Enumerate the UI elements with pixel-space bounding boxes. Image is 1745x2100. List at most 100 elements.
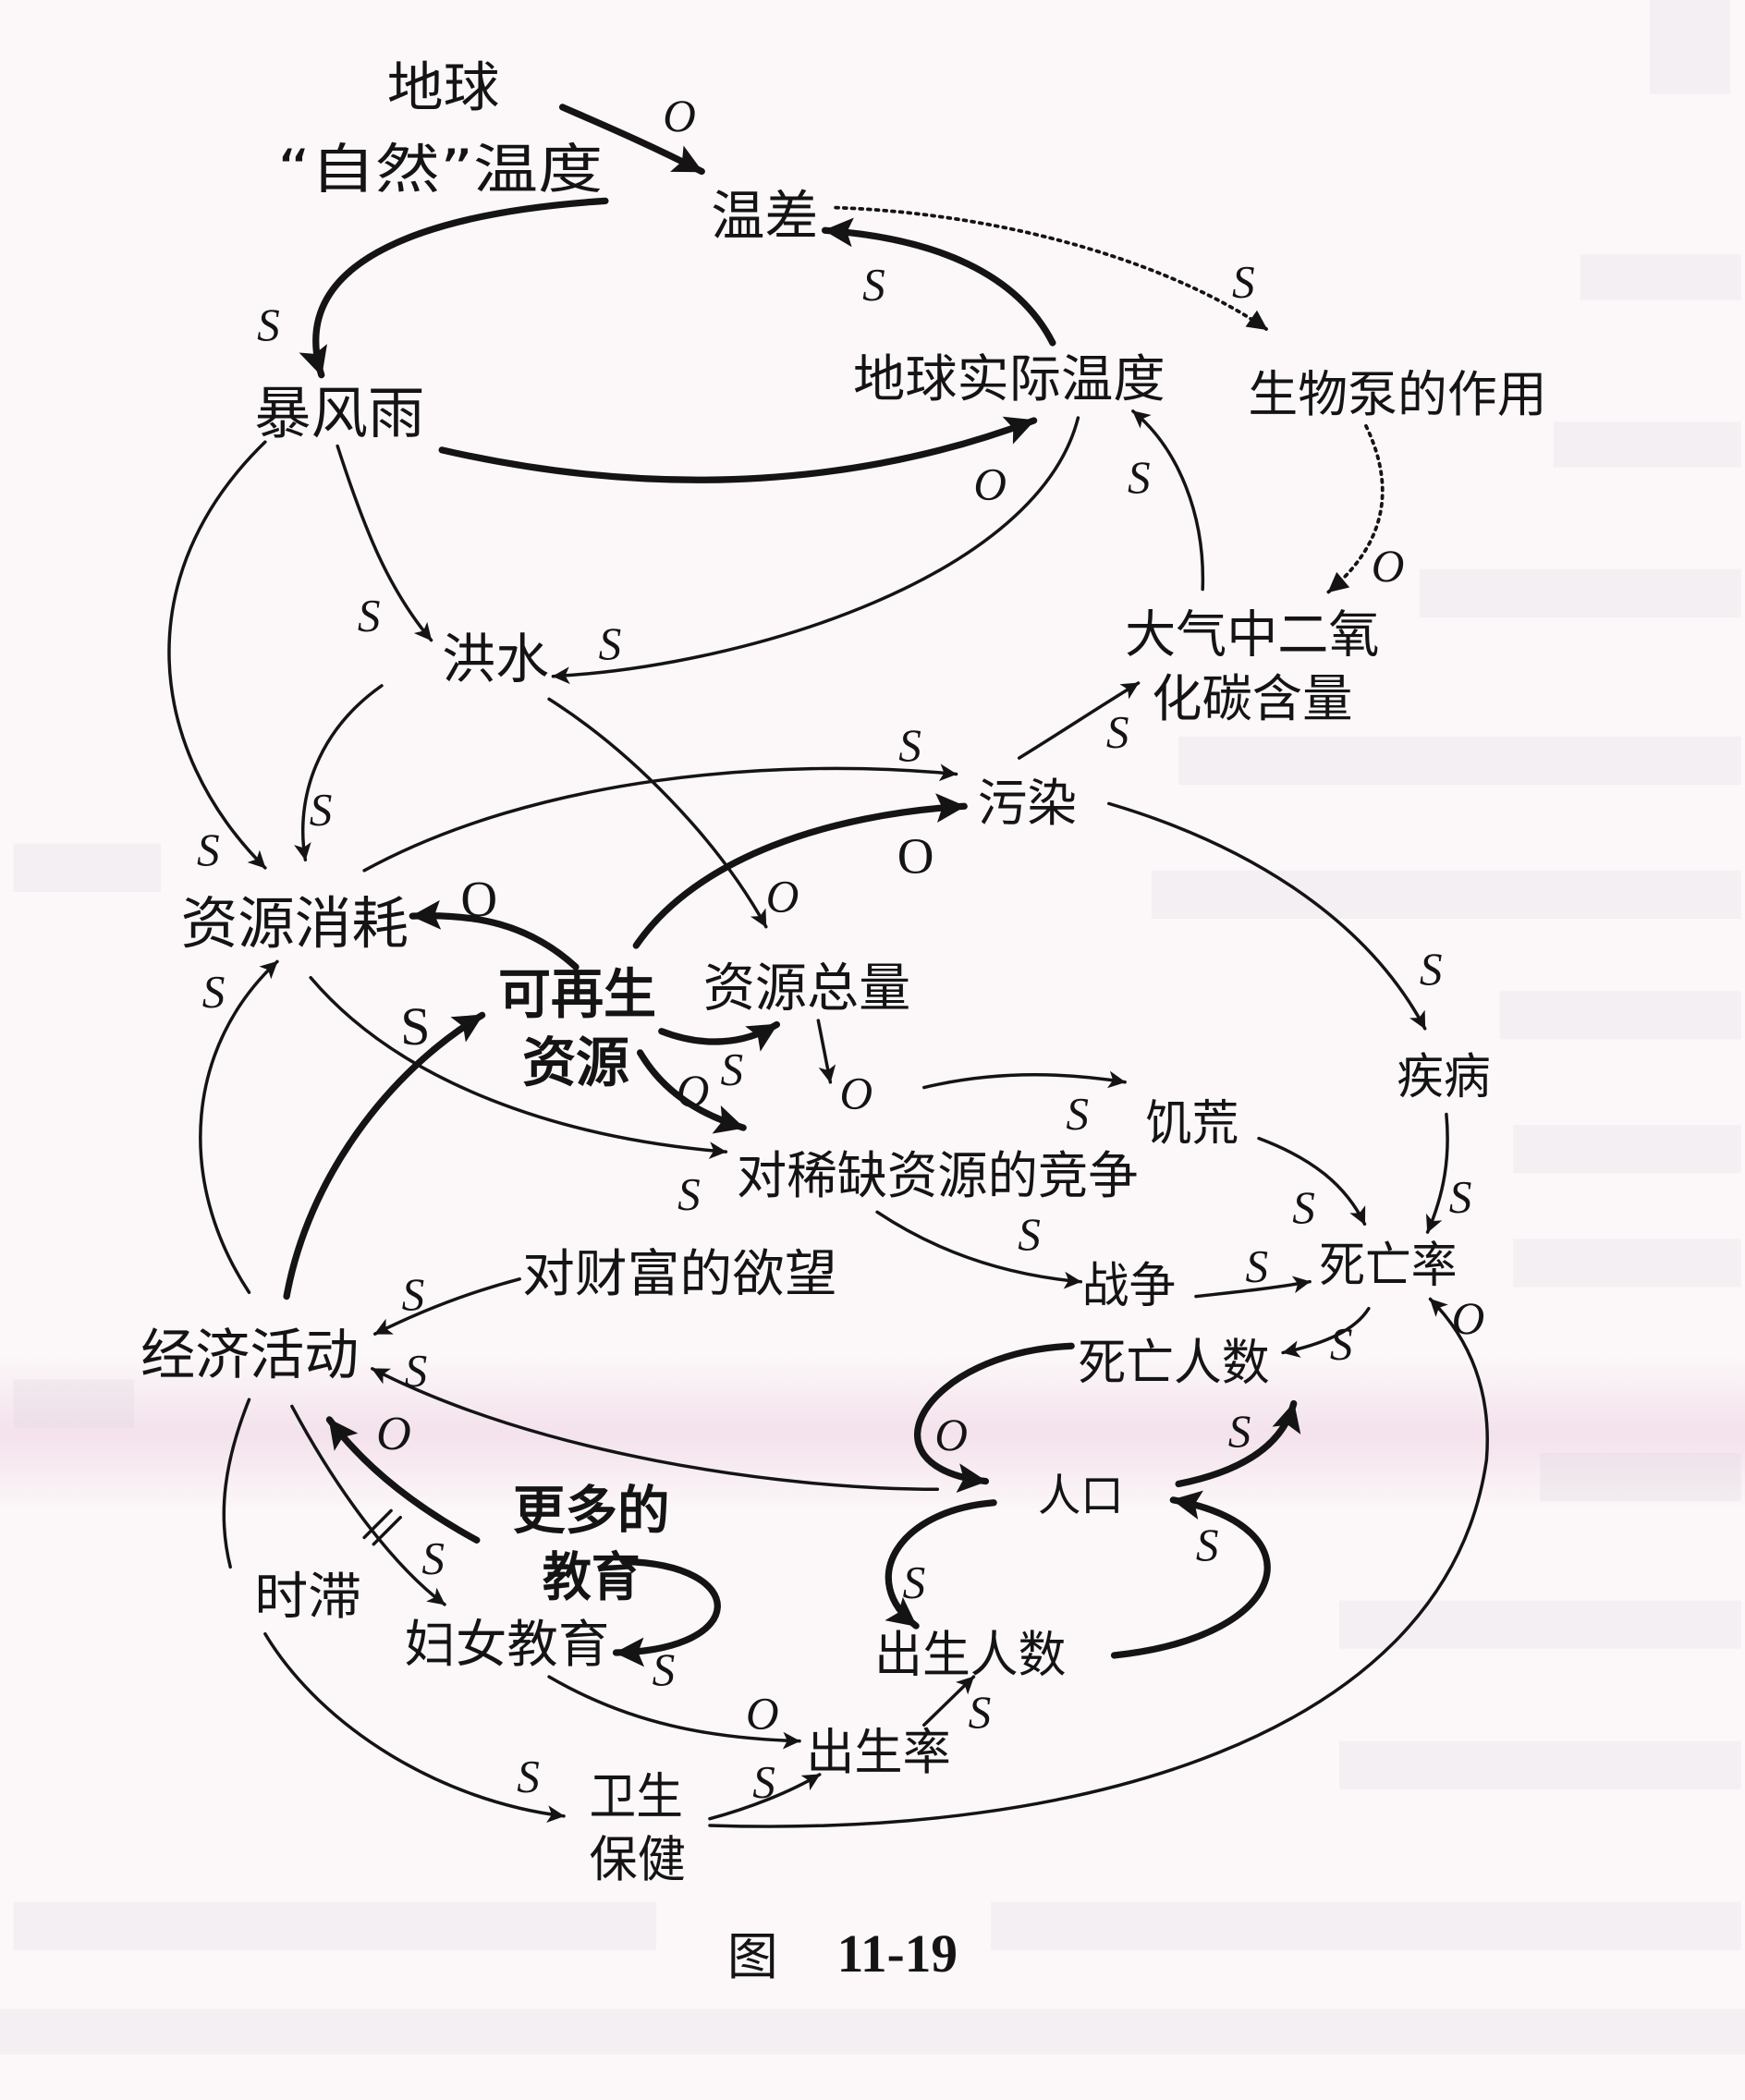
node-pollution: 污染 <box>978 774 1077 833</box>
polarity-label: O <box>934 1410 968 1460</box>
edge-pollution-to-co2 <box>1017 681 1141 760</box>
node-renewable-resources: 可再生 资源 <box>498 962 656 1093</box>
edge-health-care-to-birth-rate <box>708 1773 822 1821</box>
edge-famine-to-death-rate <box>1257 1136 1367 1227</box>
node-storms: 暴风雨 <box>254 382 424 446</box>
polarity-label: S <box>257 299 280 350</box>
polarity-label: S <box>197 824 220 875</box>
node-label-line1: 卫生 <box>590 1767 683 1825</box>
edge-economy-to-women-education <box>290 1404 446 1606</box>
edge-more-education-to-economy <box>325 1416 481 1544</box>
edge-actual-temp-to-temp-diff <box>821 217 1056 347</box>
figure-caption: 图 11-19 <box>727 1923 958 1986</box>
polarity-label: S <box>752 1757 775 1808</box>
node-total-resources: 资源总量 <box>703 958 911 1019</box>
edge-competition-to-war <box>875 1210 1083 1289</box>
node-economic-activity: 经济活动 <box>140 1325 359 1388</box>
edge-economy-to-resource-use <box>199 959 279 1295</box>
node-label-line2: 资源 <box>522 1031 629 1093</box>
polarity-label: S <box>1232 257 1255 308</box>
polarity-label: O <box>897 828 934 885</box>
edge-renewable-to-total-resources <box>658 1020 781 1052</box>
node-floods: 洪水 <box>442 628 549 690</box>
polarity-label: S <box>1420 944 1443 995</box>
edge-floods-to-total-resources <box>547 697 768 929</box>
polarity-label: S <box>358 590 381 641</box>
edge-bio-pump-to-co2 <box>1326 423 1385 594</box>
node-competition-for-scarce-resources: 对稀缺资源的竞争 <box>737 1146 1139 1205</box>
node-more-education: 更多的 教育 <box>513 1481 670 1607</box>
node-label-line1: 大气中二氧 <box>1125 605 1379 665</box>
node-desire-for-wealth: 对财富的欲望 <box>522 1244 837 1303</box>
edge-population-to-births <box>885 1499 997 1630</box>
edge-resource-use-to-competition <box>309 976 728 1160</box>
polarity-label: S <box>310 785 333 836</box>
polarity-label: S <box>599 618 622 669</box>
edge-population-to-deaths <box>1175 1399 1301 1488</box>
polarity-label: S <box>421 1533 445 1584</box>
edge-pollution-to-disease <box>1107 801 1427 1031</box>
node-population: 人口 <box>1038 1471 1124 1521</box>
polarity-label: S <box>1449 1171 1472 1222</box>
node-label-line2: “自然”温度 <box>277 138 603 201</box>
edge-death-rate-to-deaths <box>1281 1306 1371 1358</box>
edge-renewable-to-competition <box>636 1049 747 1134</box>
polarity-label: S <box>400 996 430 1056</box>
edge-competition-to-famine <box>922 1070 1127 1090</box>
polarity-label: S <box>1128 452 1151 503</box>
edge-births-to-population <box>1110 1490 1271 1659</box>
polarity-label: S <box>721 1044 744 1095</box>
edge-temp-diff-to-bio-pump <box>834 205 1269 332</box>
edge-deaths-to-population <box>914 1342 1075 1493</box>
polarity-label: O <box>766 872 799 922</box>
node-number-of-deaths: 死亡人数 <box>1078 1333 1269 1391</box>
edge-economy-to-time-lag-segment <box>222 1398 251 1569</box>
edge-population-to-economy <box>371 1367 940 1492</box>
node-actual-earth-temperature: 地球实际温度 <box>853 349 1165 409</box>
node-number-of-births: 出生人数 <box>874 1625 1066 1683</box>
node-label-line2: 教育 <box>543 1548 641 1608</box>
polarity-label: O <box>1452 1293 1485 1344</box>
node-disease: 疾病 <box>1397 1049 1490 1105</box>
node-health-care: 卫生 保健 <box>590 1767 686 1888</box>
node-biological-pump: 生物泵的作用 <box>1248 365 1546 423</box>
polarity-label: S <box>405 1346 428 1397</box>
edge-disease-to-death-rate <box>1425 1112 1449 1234</box>
polarity-labels: O S S S O S O S S S S O S S O O S O S S … <box>197 91 1484 1808</box>
caption-prefix: 图 <box>727 1927 778 1986</box>
node-birth-rate: 出生率 <box>806 1723 950 1781</box>
edge-renewable-to-resource-use <box>409 899 580 971</box>
polarity-label: S <box>402 1269 425 1320</box>
polarity-label: O <box>460 871 497 927</box>
polarity-label: S <box>1330 1319 1353 1370</box>
edge-natural-temp-to-storms <box>299 197 609 379</box>
polarity-label: S <box>862 260 885 311</box>
polarity-label: S <box>202 967 226 1018</box>
edge-women-education-to-birth-rate <box>547 1675 801 1750</box>
polarity-label: S <box>653 1644 676 1695</box>
edge-health-care-to-death-rate <box>708 1297 1489 1828</box>
polarity-label: S <box>1228 1406 1251 1457</box>
polarity-label: S <box>903 1557 926 1608</box>
edge-storms-to-actual-temp <box>438 416 1038 483</box>
polarity-label: O <box>973 458 1007 509</box>
edge-actual-temp-to-floods <box>551 416 1080 685</box>
bleed-through-texture <box>0 0 1745 2055</box>
polarity-label: S <box>1018 1209 1041 1260</box>
polarity-label: O <box>746 1689 779 1740</box>
edge-economy-to-health-care <box>263 1632 566 1824</box>
node-war: 战争 <box>1082 1258 1176 1313</box>
node-label-line1: 地球 <box>387 55 500 118</box>
polarity-label: S <box>969 1687 992 1738</box>
edge-storms-to-resource-use <box>167 440 267 870</box>
polarity-label: S <box>517 1752 540 1802</box>
node-death-rate: 死亡率 <box>1319 1239 1457 1294</box>
polarity-label: S <box>677 1168 701 1219</box>
node-earth-natural-temperature: 地球 “自然”温度 <box>277 55 603 200</box>
polarity-label: S <box>898 720 921 771</box>
polarity-label: S <box>1066 1088 1089 1139</box>
polarity-label: O <box>840 1068 873 1119</box>
